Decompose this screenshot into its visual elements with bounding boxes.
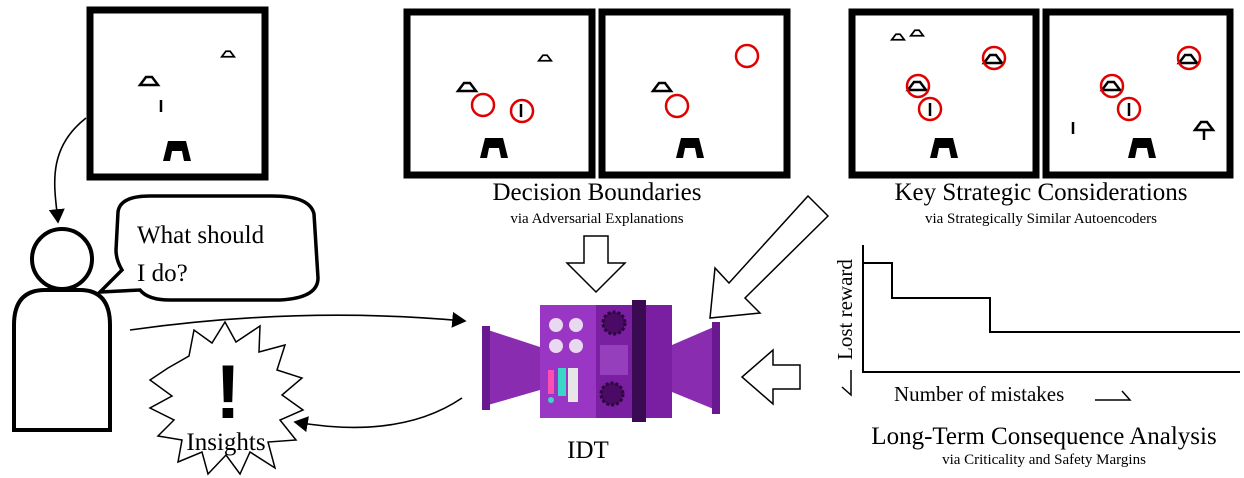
long-term-title: Long-Term Consequence Analysis: [871, 423, 1216, 450]
speech-line-2: I do?: [137, 260, 188, 287]
arrow-boundaries-to-idt: [565, 235, 627, 294]
tree-icon: [1192, 120, 1216, 140]
game-frame-boundary-2: [598, 8, 791, 179]
arrow-consequence-to-idt: [740, 348, 801, 406]
chart-x-arrow: [1095, 390, 1132, 401]
chart-xlabel: Number of mistakes: [894, 382, 1064, 406]
idt-machine-icon: [482, 300, 720, 422]
decision-boundaries-title: Decision Boundaries: [493, 179, 702, 206]
arrow-strategic-to-idt: [709, 194, 830, 319]
decision-boundaries-subtitle: via Adversarial Explanations: [510, 211, 683, 227]
highlight-circle: [509, 98, 535, 124]
game-frame-boundary-1: [403, 8, 596, 179]
long-term-subtitle: via Criticality and Safety Margins: [942, 452, 1146, 468]
arrow-idt-to-insights: [293, 397, 463, 433]
insights-burst: ! Insights: [148, 320, 305, 476]
key-strategic-title: Key Strategic Considerations: [895, 179, 1188, 206]
highlight-circle: [470, 92, 496, 118]
speech-bubble: What should I do?: [95, 194, 320, 302]
chart-y-arrow: [841, 370, 852, 397]
game-frame-strategic-1: [848, 8, 1040, 179]
person-icon: [12, 227, 112, 432]
lost-reward-chart: Lost reward Number of mistakes: [833, 245, 1240, 406]
idt-label: IDT: [567, 437, 609, 464]
game-frame-strategic-2: [1042, 8, 1234, 179]
exclamation-mark: !: [215, 350, 240, 435]
speech-line-1: What should: [137, 222, 265, 249]
chart-step-line: [863, 262, 1240, 333]
arrow-person-to-idt: [129, 311, 467, 331]
insights-label: Insights: [186, 429, 265, 456]
chart-ylabel: Lost reward: [833, 259, 857, 360]
key-strategic-subtitle: via Strategically Similar Autoencoders: [925, 211, 1157, 227]
game-frame-current: [86, 6, 269, 181]
arrow-frame-to-person: [48, 117, 87, 224]
